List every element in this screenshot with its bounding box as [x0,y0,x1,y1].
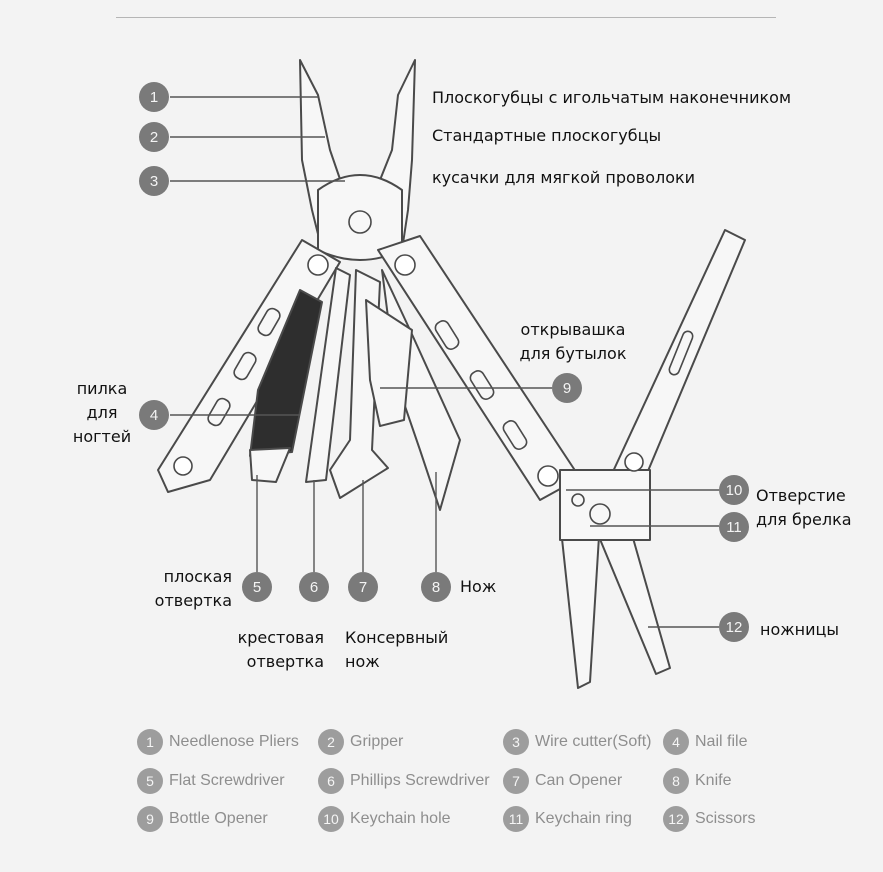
callout-badge-3: 3 [139,166,169,196]
legend-badge: 8 [663,768,689,794]
legend-item-4: 4 Nail file [663,729,747,755]
callout-badge-4: 4 [139,400,169,430]
legend-text: Keychain hole [350,810,451,827]
legend-text: Keychain ring [535,810,632,827]
label-scissors: ножницы [760,620,840,639]
legend-item-11: 11 Keychain ring [503,806,632,832]
legend-badge: 6 [318,768,344,794]
scissors-blade-left [559,519,601,689]
legend-text: Gripper [350,733,404,750]
callout-badge-1: 1 [139,82,169,112]
legend-item-1: 1 Needlenose Pliers [137,729,299,755]
legend-badge: 12 [663,806,689,832]
callout-badge-8: 8 [421,572,451,602]
legend-text: Knife [695,772,732,789]
label-keychain-hole: Отверстие для брелка [756,486,852,529]
legend-text: Nail file [695,733,748,750]
label-can-opener: Консервный нож [345,628,449,671]
screw-2 [394,254,416,276]
legend-text: Can Opener [535,772,623,789]
callout-badge-11: 11 [719,512,749,542]
screw-5 [624,452,644,472]
screw-1 [307,254,329,276]
bottle-opener [365,299,413,427]
label-gripper: Стандартные плоскогубцы [432,126,662,145]
callout-badge-12: 12 [719,612,749,642]
top-divider [116,17,776,18]
legend-badge: 2 [318,729,344,755]
legend-item-7: 7 Can Opener [503,768,622,794]
label-nail-file: пилка для ногтей [72,379,132,446]
legend-badge: 3 [503,729,529,755]
legend-badge: 5 [137,768,163,794]
label-wire-cutter: кусачки для мягкой проволоки [432,168,696,187]
label-bottle-opener: открывашка для бутылок [519,320,627,363]
legend-item-2: 2 Gripper [318,729,403,755]
legend-text: Bottle Opener [169,810,268,827]
legend-badge: 1 [137,729,163,755]
legend-item-9: 9 Bottle Opener [137,806,268,832]
legend-badge: 11 [503,806,529,832]
legend-item-3: 3 Wire cutter(Soft) [503,729,651,755]
callout-badge-9: 9 [552,373,582,403]
screw-4 [537,465,559,487]
legend-item-8: 8 Knife [663,768,731,794]
legend-item-5: 5 Flat Screwdriver [137,768,285,794]
legend-badge: 9 [137,806,163,832]
legend-badge: 4 [663,729,689,755]
callout-badge-10: 10 [719,475,749,505]
label-knife: Нож [460,577,497,596]
callout-badge-6: 6 [299,572,329,602]
phillips-screwdriver [305,267,351,483]
legend-item-6: 6 Phillips Screwdriver [318,768,490,794]
legend-text: Needlenose Pliers [169,733,299,750]
legend-text: Phillips Screwdriver [350,772,490,789]
label-needlenose-pliers: Плоскогубцы с игольчатым наконечником [432,88,792,107]
legend-text: Wire cutter(Soft) [535,733,652,750]
label-phillips-screwdriver: крестовая отвертка [237,628,324,671]
legend-text: Scissors [695,810,756,827]
flat-screwdriver [249,447,291,483]
callout-badge-2: 2 [139,122,169,152]
legend-item-10: 10 Keychain hole [318,806,451,832]
legend-badge: 10 [318,806,344,832]
callout-badge-5: 5 [242,572,272,602]
callout-badge-7: 7 [348,572,378,602]
legend-item-12: 12 Scissors [663,806,755,832]
legend-text: Flat Screwdriver [169,772,285,789]
screw-3 [173,456,193,476]
legend-badge: 7 [503,768,529,794]
label-flat-screwdriver: плоская отвертка [154,567,232,610]
